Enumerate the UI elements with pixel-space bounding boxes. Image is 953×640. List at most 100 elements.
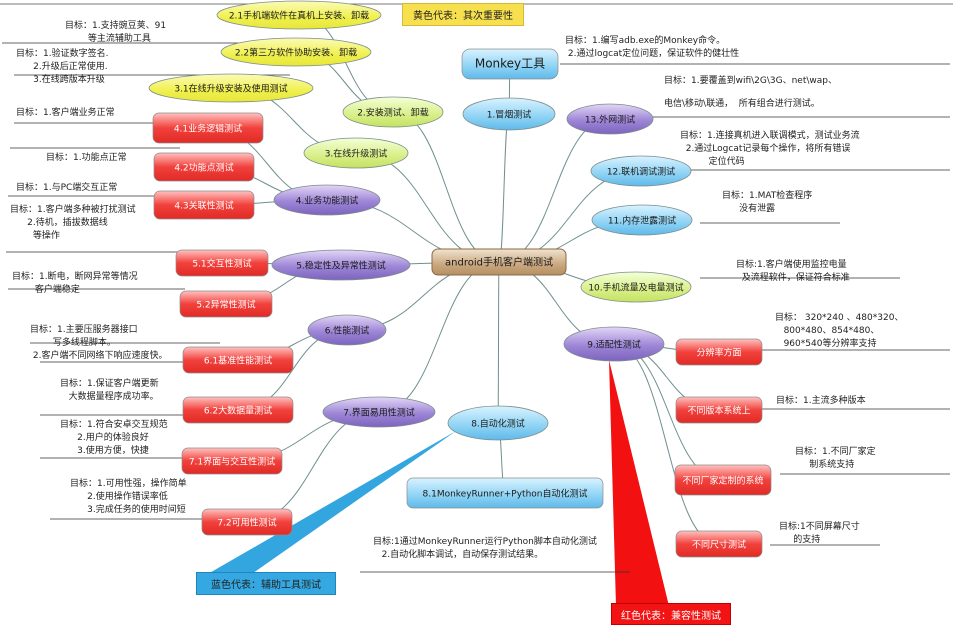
node-shape xyxy=(461,48,559,80)
node-shape xyxy=(182,396,294,424)
node-s71[interactable]: 7.1界面与交互性测试 xyxy=(181,447,283,475)
yellow-legend-text: 黄色代表：其次重要性 xyxy=(413,11,513,22)
node-label: 4.2功能点测试 xyxy=(174,162,233,174)
red-legend-text: 红色代表：兼容性测试 xyxy=(621,610,721,622)
node-label: 13.外网测试 xyxy=(585,114,635,126)
node-shape xyxy=(591,204,693,236)
node-label: 6.1基准性能测试 xyxy=(204,355,272,367)
note-interruption: 目标：1.客户端多种被打扰测试 2.待机，插拔数据线 等操作 xyxy=(10,205,136,241)
note-network-coverage: 目标：1.要覆盖到wifi\2G\3G、net\wap、 xyxy=(664,76,837,86)
node-shape xyxy=(271,249,411,281)
note-resolution: 目标： 320*240 、480*320、 800*480、854*480、 9… xyxy=(775,313,904,349)
node-c12[interactable]: 12.联机调试测试 xyxy=(590,155,692,187)
note-screen-size: 目标:1不同屏幕尺寸 的支持 xyxy=(779,522,860,545)
red-legend: 红色代表：兼容性测试 xyxy=(611,603,731,625)
node-label: android手机客户端测试 xyxy=(445,256,553,269)
node-shape xyxy=(148,73,314,103)
node-c5[interactable]: 5.稳定性及异常性测试 xyxy=(271,249,411,281)
node-shape xyxy=(431,248,567,276)
node-s31[interactable]: 3.1在线升级安装及使用测试 xyxy=(148,73,314,103)
edge-center-c1 xyxy=(498,113,510,263)
note-monkey: 目标：1.编写adb.exe的Monkey命令。 2.通过logcat定位问题，… xyxy=(565,36,740,59)
note-power-network: 目标：1.断电，断网异常等情况 客户端稳定 xyxy=(12,272,138,295)
node-s51[interactable]: 5.1交互性测试 xyxy=(175,249,269,277)
node-label: 7.界面易用性测试 xyxy=(343,407,415,419)
note-install-tools: 目标：1.支持豌豆荚、91 等主流辅助工具 xyxy=(65,21,167,44)
note-debug: 目标：1.连接真机进入联调模式，测试业务流 2.通过Logcat记录每个操作，将… xyxy=(680,131,860,167)
node-shape xyxy=(273,184,381,216)
node-monkey[interactable]: Monkey工具 xyxy=(461,48,559,80)
node-c1[interactable]: 1.冒烟测试 xyxy=(462,97,556,131)
node-shape xyxy=(675,530,763,558)
node-label: 8.自动化测试 xyxy=(471,418,525,430)
node-label: 2.安装测试、卸载 xyxy=(357,107,429,119)
node-c13[interactable]: 13.外网测试 xyxy=(566,103,654,135)
node-s61[interactable]: 6.1基准性能测试 xyxy=(182,346,294,374)
note-big-data: 目标：1.保证客户端更新 大数据量程序成功率。 xyxy=(60,379,159,402)
node-c7[interactable]: 7.界面易用性测试 xyxy=(322,396,436,428)
edge-center-c3 xyxy=(355,152,500,263)
node-s91[interactable]: 分辨率方面 xyxy=(675,338,763,366)
node-c6[interactable]: 6.性能测试 xyxy=(307,314,387,346)
node-c2[interactable]: 2.安装测试、卸载 xyxy=(342,96,444,128)
note-battery: 目标:1.客户端使用监控电量 及流程软件，保证符合标准 xyxy=(736,260,850,283)
node-shape xyxy=(674,464,772,496)
node-label: 不同厂家定制的系统 xyxy=(682,475,763,487)
node-c10[interactable]: 10.手机流量及电量测试 xyxy=(580,271,692,303)
node-label: 7.2可用性测试 xyxy=(217,517,276,529)
node-shape xyxy=(580,271,692,303)
node-label: 5.1交互性测试 xyxy=(192,258,251,270)
node-label: 4.1业务逻辑测试 xyxy=(174,123,242,135)
node-s52[interactable]: 5.2异常性测试 xyxy=(179,290,273,318)
node-center[interactable]: android手机客户端测试 xyxy=(431,248,567,276)
node-shape xyxy=(220,37,372,67)
node-label: 分辨率方面 xyxy=(696,347,741,359)
note-os-version: 目标：1.主流多种版本 xyxy=(776,396,866,406)
node-label: 3.在线升级测试 xyxy=(325,148,388,160)
note-business-logic: 目标：1.客户端业务正常 xyxy=(16,108,115,118)
node-s93[interactable]: 不同厂家定制的系统 xyxy=(674,464,772,496)
node-shape xyxy=(153,152,255,182)
node-shape xyxy=(675,396,763,424)
node-c4[interactable]: 4.业务功能测试 xyxy=(273,184,381,216)
node-shape xyxy=(566,103,654,135)
node-c9[interactable]: 9.适配性测试 xyxy=(563,326,665,362)
node-label: 8.1MonkeyRunner+Python自动化测试 xyxy=(423,488,588,500)
node-c8[interactable]: 8.自动化测试 xyxy=(447,405,549,441)
blue-legend-pointer xyxy=(206,431,456,592)
node-c3[interactable]: 3.在线升级测试 xyxy=(303,137,409,169)
node-label: 12.联机调试测试 xyxy=(607,166,675,178)
node-label: 9.适配性测试 xyxy=(587,339,641,351)
node-s41[interactable]: 4.1业务逻辑测试 xyxy=(152,112,264,144)
node-label: 3.1在线升级安装及使用测试 xyxy=(174,83,287,95)
note-benchmark: 目标：1.主要压服务器接口 写多线程脚本。 2.客户端不同网络下响应速度快。 xyxy=(30,325,168,361)
red-legend-pointer xyxy=(609,360,669,606)
note-pc-interaction: 目标：1.与PC端交互正常 xyxy=(16,183,118,193)
node-s72[interactable]: 7.2可用性测试 xyxy=(201,508,293,536)
edge-center-c7 xyxy=(378,261,500,413)
node-s43[interactable]: 4.3关联性测试 xyxy=(153,190,255,220)
node-s62[interactable]: 6.2大数据量测试 xyxy=(182,396,294,424)
node-s21[interactable]: 2.1手机端软件在真机上安装、卸载 xyxy=(216,0,382,30)
node-shape xyxy=(406,477,604,509)
node-label: 4.业务功能测试 xyxy=(296,195,359,207)
node-label: 6.2大数据量测试 xyxy=(204,405,272,417)
node-shape xyxy=(182,346,294,374)
edge-center-c8 xyxy=(497,261,500,424)
node-shape xyxy=(179,290,273,318)
node-s81[interactable]: 8.1MonkeyRunner+Python自动化测试 xyxy=(406,477,604,509)
note-memory: 目标：1.MAT检查程序 没有泄露 xyxy=(722,191,813,214)
node-s94[interactable]: 不同尺寸测试 xyxy=(675,530,763,558)
node-s92[interactable]: 不同版本系统上 xyxy=(675,396,763,424)
node-label: 2.1手机端软件在真机上安装、卸载 xyxy=(229,10,369,22)
node-label: Monkey工具 xyxy=(475,57,545,71)
node-s22[interactable]: 2.2第三方软件协助安装、卸载 xyxy=(220,37,372,67)
node-c11[interactable]: 11.内存泄露测试 xyxy=(591,204,693,236)
node-shape xyxy=(201,508,293,536)
note-function-point: 目标：1.功能点正常 xyxy=(46,153,127,163)
node-shape xyxy=(462,97,556,131)
node-s42[interactable]: 4.2功能点测试 xyxy=(153,152,255,182)
node-shape xyxy=(307,314,387,346)
node-shape xyxy=(216,0,382,30)
